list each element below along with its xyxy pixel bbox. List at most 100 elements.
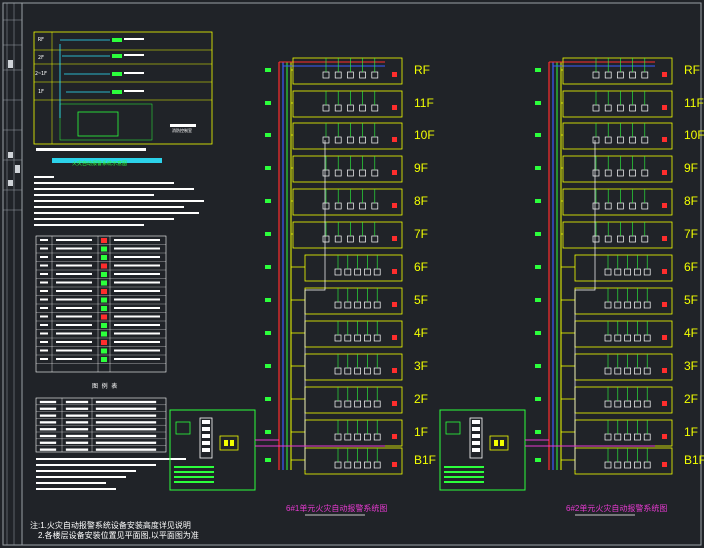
smoke-detector-icon (604, 136, 612, 144)
floor-loop (292, 90, 403, 118)
floor-label-9f-unit-1: 9F (414, 161, 429, 175)
smoke-detector-icon (334, 71, 342, 79)
smoke-detector-icon (359, 71, 366, 79)
smoke-detector-icon (354, 334, 361, 342)
smoke-detector-icon (643, 334, 651, 342)
floor-loop (574, 320, 673, 348)
floor-loop (574, 353, 673, 381)
hydrant-button-icon (535, 166, 541, 170)
smoke-detector-icon (322, 104, 330, 112)
alarm-bell-icon (392, 335, 397, 340)
floor-loop (304, 447, 403, 475)
smoke-detector-icon (634, 433, 641, 441)
smoke-detector-icon (614, 268, 622, 276)
floor-label-5f-unit-2: 5F (684, 293, 699, 307)
footnote-lines (36, 458, 186, 490)
floor-label-b1f-unit-1: B1F (414, 453, 437, 467)
smoke-detector-icon (322, 136, 330, 144)
floor-loop (292, 155, 403, 183)
smoke-detector-icon (371, 71, 379, 79)
floor-label-3f-unit-1: 3F (414, 359, 429, 373)
floor-loop (562, 155, 673, 183)
smoke-detector-icon (634, 461, 641, 469)
hydrant-button-icon (265, 364, 271, 368)
smoke-detector-icon (641, 202, 649, 210)
floor-loop (562, 57, 673, 85)
floor-label-9f-unit-2: 9F (684, 161, 699, 175)
smoke-detector-icon (592, 169, 600, 177)
smoke-detector-icon (322, 71, 330, 79)
alarm-bell-icon (392, 170, 397, 175)
floor-loop (574, 419, 673, 447)
control-room-caption: 消防控制室 (172, 127, 192, 133)
smoke-detector-icon (624, 334, 631, 342)
floor-loop (304, 386, 403, 414)
smoke-detector-icon (322, 202, 330, 210)
smoke-detector-icon (334, 334, 342, 342)
smoke-detector-icon (354, 301, 361, 309)
smoke-detector-icon (592, 104, 600, 112)
alarm-bell-icon (392, 203, 397, 208)
hydrant-button-icon (265, 458, 271, 462)
smoke-detector-icon (617, 104, 624, 112)
alarm-bell-icon (662, 72, 667, 77)
smoke-detector-icon (604, 268, 612, 276)
binding-strip (3, 19, 22, 211)
smoke-detector-icon (334, 104, 342, 112)
smoke-detector-icon (334, 367, 342, 375)
hydrant-button-icon (265, 101, 271, 105)
floor-label-4f-unit-2: 4F (684, 326, 699, 340)
hydrant-button-icon (265, 298, 271, 302)
smoke-detector-icon (634, 400, 641, 408)
smoke-detector-icon (643, 461, 651, 469)
smoke-detector-icon (643, 301, 651, 309)
smoke-detector-icon (354, 400, 361, 408)
floor-loop (292, 188, 403, 216)
control-room-schematic (33, 31, 213, 145)
hydrant-button-icon (535, 331, 541, 335)
floor-label-2f-unit-1: 2F (414, 392, 429, 406)
hydrant-button-icon (265, 199, 271, 203)
hydrant-button-icon (265, 166, 271, 170)
smoke-detector-icon (322, 235, 330, 243)
smoke-detector-icon (624, 301, 631, 309)
floor-label-6f-unit-1: 6F (414, 260, 429, 274)
smoke-detector-icon (344, 367, 352, 375)
hydrant-button-icon (535, 298, 541, 302)
floor-label-1f-unit-2: 1F (684, 425, 699, 439)
hydrant-button-icon (535, 430, 541, 434)
smoke-detector-icon (641, 235, 649, 243)
alarm-bell-icon (392, 462, 397, 467)
smoke-detector-icon (359, 202, 366, 210)
floor-label-10f-unit-1: 10F (414, 128, 435, 142)
hydrant-button-icon (535, 364, 541, 368)
hydrant-button-icon (535, 133, 541, 137)
schematic-block-title: 火灾自动报警系统示意图 (72, 161, 128, 167)
smoke-detector-icon (614, 301, 622, 309)
smoke-detector-icon (322, 169, 330, 177)
smoke-detector-icon (604, 104, 612, 112)
smoke-detector-icon (629, 202, 636, 210)
smoke-detector-icon (354, 433, 361, 441)
smoke-detector-icon (629, 136, 636, 144)
smoke-detector-icon (373, 400, 381, 408)
smoke-detector-icon (364, 367, 371, 375)
smoke-detector-icon (604, 367, 612, 375)
smoke-detector-icon (614, 461, 622, 469)
floor-loop (574, 254, 673, 282)
hydrant-button-icon (265, 133, 271, 137)
smoke-detector-icon (604, 235, 612, 243)
smoke-detector-icon (604, 334, 612, 342)
smoke-detector-icon (344, 400, 352, 408)
floor-label-rf-unit-2: RF (684, 63, 700, 77)
smoke-detector-icon (614, 433, 622, 441)
smoke-detector-icon (629, 235, 636, 243)
smoke-detector-icon (354, 461, 361, 469)
alarm-bell-icon (662, 368, 667, 373)
floor-loop (304, 254, 403, 282)
smoke-detector-icon (592, 136, 600, 144)
smoke-detector-icon (614, 367, 622, 375)
smoke-detector-icon (371, 104, 379, 112)
smoke-detector-icon (604, 400, 612, 408)
